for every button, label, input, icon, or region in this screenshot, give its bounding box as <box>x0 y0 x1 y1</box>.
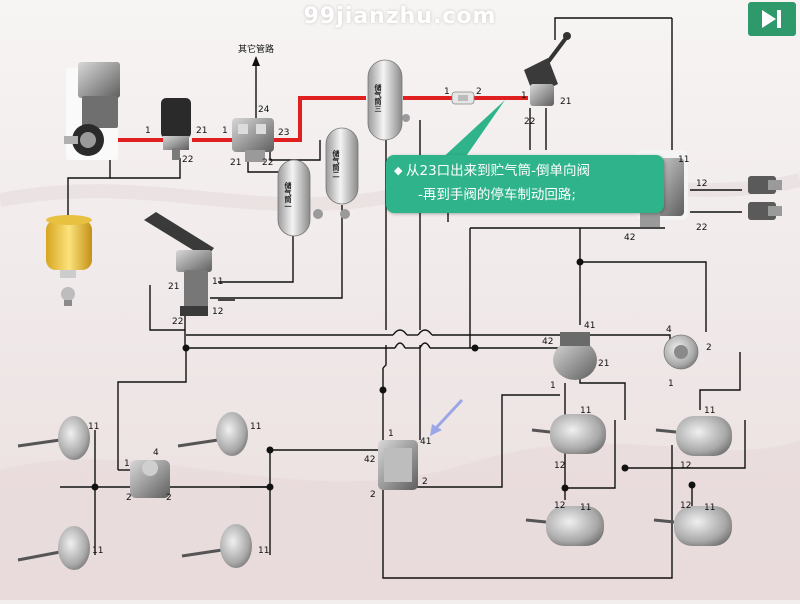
next-slide-button[interactable] <box>748 2 796 36</box>
port-label: 2 <box>126 493 132 503</box>
port-label: 2 <box>166 493 172 503</box>
port-label: 12 <box>696 179 707 189</box>
port-label: 22 <box>524 117 535 127</box>
port-label: 2 <box>476 87 482 97</box>
explanation-callout: ◆ 从23口出来到贮气筒-倒单向阀 -再到手阀的停车制动回路; <box>386 155 664 213</box>
port-label: 1 <box>521 91 527 101</box>
hand-brake-valve <box>524 32 571 106</box>
port-label: 42 <box>364 455 375 465</box>
port-label: 42 <box>624 233 635 243</box>
callout-bullet: ◆ <box>394 164 403 177</box>
tank2-label: 储气筒二 <box>332 149 341 178</box>
port-label: 11 <box>92 546 103 556</box>
port-label: 21 <box>168 282 179 292</box>
air-tank-three <box>367 59 410 141</box>
port-label: 12 <box>554 501 565 511</box>
port-label: 11 <box>580 406 591 416</box>
port-label: 12 <box>554 461 565 471</box>
air-compressor <box>64 62 120 160</box>
relay-valve-front-right <box>663 334 699 370</box>
port-label: 22 <box>262 158 273 168</box>
port-label: 4 <box>153 448 159 458</box>
brake-chamber-front-left-lower <box>17 526 90 570</box>
port-label: 4 <box>666 325 672 335</box>
port-labels: 1 21 22 1 24 23 21 22 1 2 1 21 22 12 11 … <box>88 87 715 556</box>
port-label: 1 <box>668 379 674 389</box>
port-label: 12 <box>680 501 691 511</box>
port-label: 11 <box>258 546 269 556</box>
spring-chamber-rear-right-lower <box>653 506 732 546</box>
spring-chamber-rear-left-lower <box>525 506 604 546</box>
port-label: 11 <box>704 406 715 416</box>
port-label: 1 <box>388 429 394 439</box>
port-label: 1 <box>222 126 228 136</box>
brake-chamber-front-right-lower <box>181 524 252 568</box>
port-label: 11 <box>580 503 591 513</box>
watermark: 99jianzhu.com <box>303 4 497 29</box>
highlight-arrow <box>430 398 464 436</box>
safety-tank <box>46 215 92 306</box>
port-label: 2 <box>370 490 376 500</box>
other-circuits-label: 其它管路 <box>238 43 274 55</box>
active-circuit-pipe <box>118 96 528 142</box>
port-label: 22 <box>182 155 193 165</box>
port-label: 21 <box>230 158 241 168</box>
callout-line-2: -再到手阀的停车制动回路; <box>418 187 576 203</box>
port-label: 21 <box>560 97 571 107</box>
foot-brake-valve <box>144 212 214 316</box>
air-dryer <box>161 98 191 160</box>
port-label: 12 <box>680 461 691 471</box>
brake-chamber-front-left-upper <box>17 416 90 460</box>
port-label: 11 <box>250 422 261 432</box>
port-label: 1 <box>550 381 556 391</box>
port-label: 1 <box>124 459 130 469</box>
port-label: 12 <box>212 307 223 317</box>
relay-valve-center <box>378 440 418 490</box>
single-check-valve <box>451 91 475 105</box>
relay-valve-rear <box>553 332 597 380</box>
play-next-icon <box>762 10 781 28</box>
port-label: 2 <box>422 477 428 487</box>
callout-line-1: 从23口出来到贮气筒-倒单向阀 <box>406 163 591 179</box>
four-way-protection-valve <box>232 118 274 162</box>
port-label: 41 <box>420 437 431 447</box>
port-label: 22 <box>696 223 707 233</box>
port-label: 11 <box>704 503 715 513</box>
pipe-crossings <box>392 329 433 349</box>
port-label: 11 <box>678 155 689 165</box>
other-circuits-arrow <box>252 56 260 66</box>
port-label: 11 <box>88 422 99 432</box>
port-label: 22 <box>172 317 183 327</box>
port-label: 1 <box>444 87 450 97</box>
background-dune <box>0 440 800 600</box>
port-label: 42 <box>542 337 553 347</box>
port-label: 1 <box>145 126 151 136</box>
spring-chamber-rear-right-upper <box>655 416 732 456</box>
tank1-label: 储气筒一 <box>284 181 293 210</box>
port-label: 24 <box>258 105 270 115</box>
port-label: 2 <box>706 343 712 353</box>
pipe-junctions <box>91 258 696 492</box>
air-tank-two <box>325 127 359 219</box>
trailer-coupling-upper <box>748 176 782 194</box>
port-label: 21 <box>196 126 207 136</box>
port-label: 23 <box>278 128 289 138</box>
trailer-coupling-lower <box>748 202 782 220</box>
brake-chamber-front-right-upper <box>177 412 248 456</box>
callout-pointer <box>438 100 505 162</box>
spring-chamber-rear-left-upper <box>531 414 606 454</box>
tank3-label: 储气筒三 <box>374 83 383 112</box>
air-tank-one <box>277 159 323 237</box>
port-label: 11 <box>212 277 223 287</box>
relay-valve-front-left <box>130 460 170 498</box>
port-label: 41 <box>584 321 595 331</box>
port-label: 21 <box>598 359 609 369</box>
